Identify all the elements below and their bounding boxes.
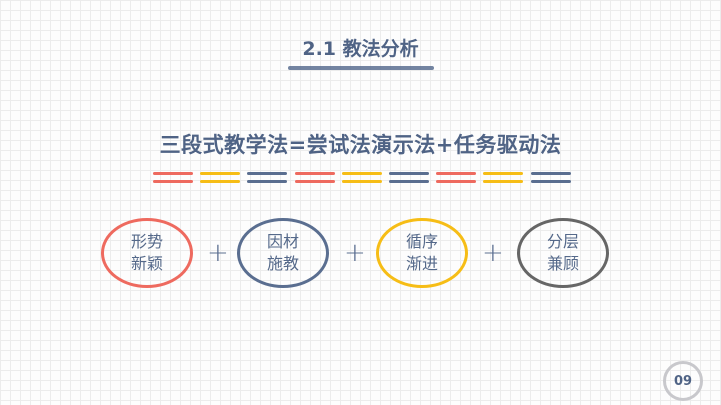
dash-mark (389, 172, 429, 175)
dash-mark (247, 180, 288, 183)
method-circle-1: 形势 新颖 (101, 218, 193, 288)
method-label: 因材 (266, 232, 299, 251)
method-label: 分层 (546, 232, 579, 251)
method-label: 形势 (130, 232, 163, 251)
dash-mark (483, 172, 524, 175)
method-circle-4: 分层 兼顾 (517, 218, 609, 288)
method-label: 渐进 (405, 254, 438, 273)
method-label: 兼顾 (546, 254, 579, 273)
dash-mark (294, 180, 335, 183)
dash-mark (200, 180, 241, 183)
slide-title: 2.1 教法分析 (302, 38, 419, 60)
plus-sign: + (207, 238, 229, 268)
dash-mark (200, 172, 241, 175)
dash-mark (389, 180, 429, 183)
title-underline (288, 66, 434, 70)
dash-mark (436, 172, 477, 175)
page-number: 09 (673, 373, 693, 389)
dash-mark (294, 172, 335, 175)
plus-sign: + (344, 238, 366, 268)
dash-mark (530, 172, 571, 175)
formula-heading: 三段式教学法=尝试法演示法+任务驱动法 (159, 133, 562, 157)
dash-mark (530, 180, 571, 183)
dash-mark (247, 172, 288, 175)
method-label: 循序 (405, 232, 438, 251)
plus-sign: + (482, 238, 504, 268)
dash-mark (153, 180, 193, 183)
dash-mark (341, 180, 382, 183)
method-label: 施教 (266, 254, 299, 273)
dash-mark (341, 172, 382, 175)
method-circle-2: 因材 施教 (237, 218, 329, 288)
dash-mark (436, 180, 477, 183)
page-number-badge: 09 (663, 361, 703, 401)
method-circle-3: 循序 渐进 (376, 218, 468, 288)
method-label: 新颖 (130, 254, 163, 273)
dash-mark (153, 172, 193, 175)
dash-mark (483, 180, 524, 183)
